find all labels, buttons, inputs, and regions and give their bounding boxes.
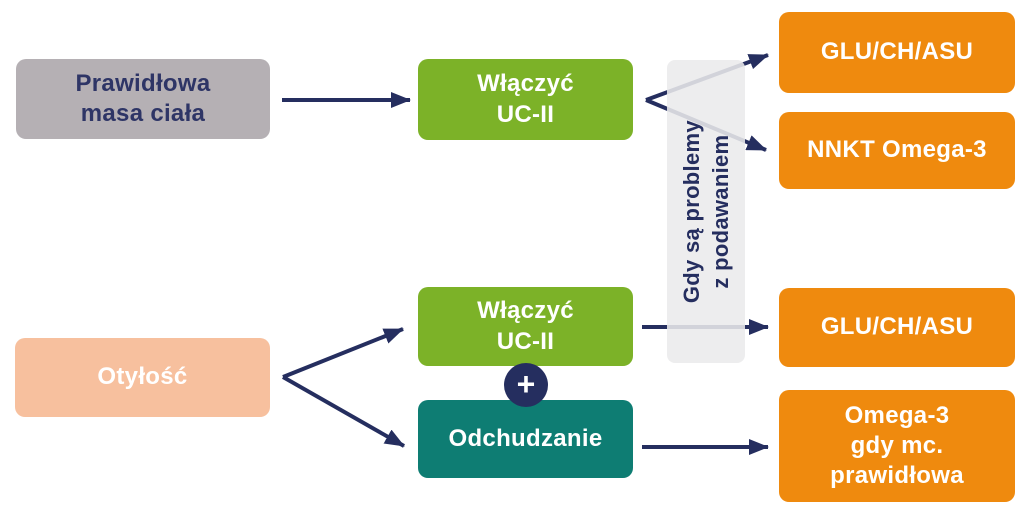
node-omega3-when-normal-weight: Omega-3 gdy mc. prawidłowa: [779, 390, 1015, 502]
node-normal-body-weight: Prawidłowa masa ciała: [16, 59, 270, 139]
node-glu-ch-asu-top: GLU/CH/ASU: [779, 12, 1015, 93]
arrow-obesity-to-ucii: [282, 327, 404, 379]
node-include-ucii-top: Włączyć UC-II: [418, 59, 633, 140]
node-glu-ch-asu-bottom: GLU/CH/ASU: [779, 288, 1015, 367]
node-obesity: Otyłość: [15, 338, 270, 417]
arrow-obesity-to-slimming: [282, 375, 405, 448]
node-nnkt-omega3: NNKT Omega-3: [779, 112, 1015, 189]
plus-icon: +: [504, 363, 548, 407]
node-include-ucii-bottom: Włączyć UC-II: [418, 287, 633, 366]
condition-bar: Gdy są problemy z podawaniem: [667, 60, 745, 363]
node-slimming: Odchudzanie: [418, 400, 633, 478]
condition-bar-label: Gdy są problemy z podawaniem: [678, 120, 732, 304]
